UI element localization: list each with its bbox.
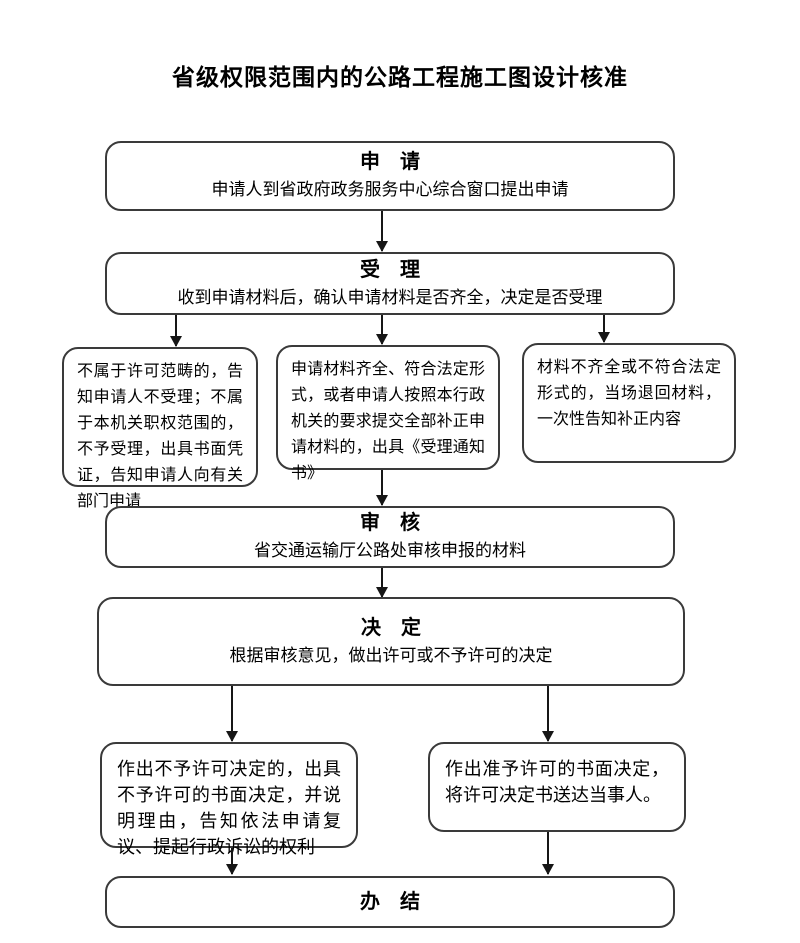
node-apply-header: 申 请 [360, 151, 420, 174]
arrow-decision-to-granted [542, 686, 554, 742]
node-branch-granted: 作出准予许可的书面决定，将许可决定书送达当事人。 [428, 742, 686, 832]
node-review-header: 审 核 [360, 512, 420, 535]
node-apply: 申 请 申请人到省政府政务服务中心综合窗口提出申请 [105, 141, 675, 211]
arrow-denied-to-complete [226, 848, 238, 875]
node-decision: 决 定 根据审核意见，做出许可或不予许可的决定 [97, 597, 685, 686]
node-complete: 办 结 [105, 876, 675, 928]
arrow-apply-to-accept [376, 211, 388, 252]
node-review-body: 省交通运输厅公路处审核申报的材料 [254, 541, 526, 561]
branch-accepted-body: 申请材料齐全、符合法定形式，或者申请人按照本行政机关的要求提交全部补正申请材料的… [291, 361, 485, 482]
arrow-decision-to-denied [226, 686, 238, 742]
node-branch-denied: 作出不予许可决定的，出具不予许可的书面决定，并说明理由，告知依法申请复议、提起行… [100, 742, 358, 857]
arrow-review-to-decision [376, 568, 388, 598]
branch-granted-body: 作出准予许可的书面决定，将许可决定书送达当事人。 [445, 759, 669, 806]
page-title: 省级权限范围内的公路工程施工图设计核准 [172, 64, 628, 90]
node-decision-body: 根据审核意见，做出许可或不予许可的决定 [229, 645, 553, 665]
branch-not-accepted-body: 不属于许可范畴的，告知申请人不受理；不属于本机关职权范围的，不予受理，出具书面凭… [77, 363, 243, 510]
node-decision-header: 决 定 [361, 616, 421, 639]
node-branch-accepted: 申请材料齐全、符合法定形式，或者申请人按照本行政机关的要求提交全部补正申请材料的… [276, 345, 500, 482]
arrow-accepted-to-review [376, 470, 388, 506]
node-accept-header: 受 理 [360, 258, 420, 281]
branch-denied-body: 作出不予许可决定的，出具不予许可的书面决定，并说明理由，告知依法申请复议、提起行… [117, 759, 341, 858]
node-review: 审 核 省交通运输厅公路处审核申报的材料 [105, 506, 675, 568]
node-complete-header: 办 结 [360, 891, 420, 913]
arrow-accept-to-accepted [376, 315, 388, 345]
node-accept-body: 收到申请材料后，确认申请材料是否齐全，决定是否受理 [177, 287, 603, 307]
node-apply-body: 申请人到省政府政务服务中心综合窗口提出申请 [211, 180, 569, 200]
arrow-accept-to-not-accepted [170, 315, 182, 347]
node-branch-not-accepted: 不属于许可范畴的，告知申请人不受理；不属于本机关职权范围的，不予受理，出具书面凭… [62, 347, 258, 510]
branch-incomplete-body: 材料不齐全或不符合法定形式的，当场退回材料，一次性告知补正内容 [537, 359, 721, 428]
arrow-granted-to-complete [542, 832, 554, 875]
arrow-accept-to-incomplete [598, 315, 610, 343]
node-accept: 受 理 收到申请材料后，确认申请材料是否齐全，决定是否受理 [105, 252, 675, 315]
node-branch-incomplete: 材料不齐全或不符合法定形式的，当场退回材料，一次性告知补正内容 [522, 343, 736, 463]
